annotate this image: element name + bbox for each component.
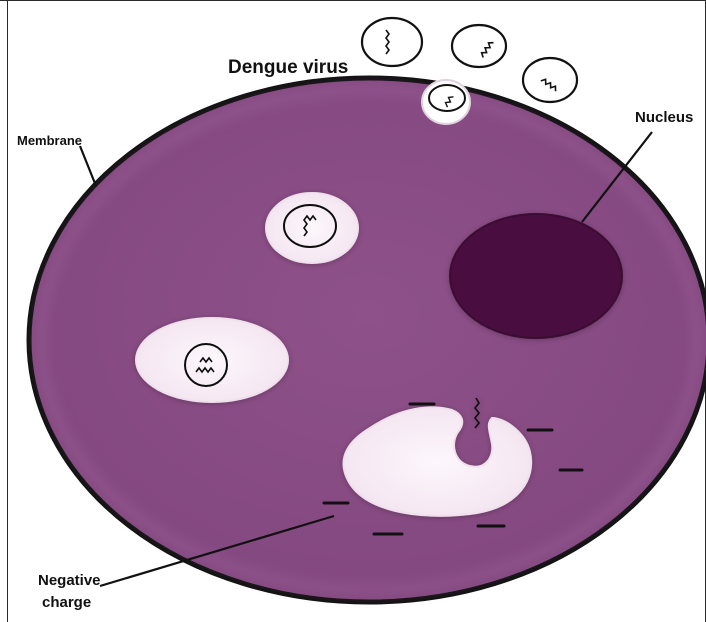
virus-particle: [452, 25, 506, 67]
endosome-upper-vesicle: [266, 193, 358, 263]
label-membrane: Membrane: [17, 133, 82, 148]
virus-particle: [523, 58, 577, 102]
cell: [29, 78, 706, 602]
label-dengue-virus: Dengue virus: [228, 57, 348, 78]
virus-particle: [362, 18, 422, 66]
virus-outline-icon: [452, 25, 506, 67]
virus-outline-icon: [523, 58, 577, 102]
virus-outline-icon: [362, 18, 422, 66]
endosome-left: [136, 318, 288, 402]
cell-membrane: [29, 78, 706, 602]
virus-entering: [422, 80, 470, 124]
endosome-left-vesicle: [136, 318, 288, 402]
label-negative-charge-line1: Negative: [38, 572, 101, 589]
label-negative-charge-line2: charge: [42, 594, 91, 611]
endosome-upper: [266, 193, 358, 263]
label-nucleus: Nucleus: [635, 109, 693, 126]
membrane-leader-line: [80, 146, 96, 186]
nucleus-body: [450, 214, 622, 338]
nucleus: [450, 214, 622, 338]
